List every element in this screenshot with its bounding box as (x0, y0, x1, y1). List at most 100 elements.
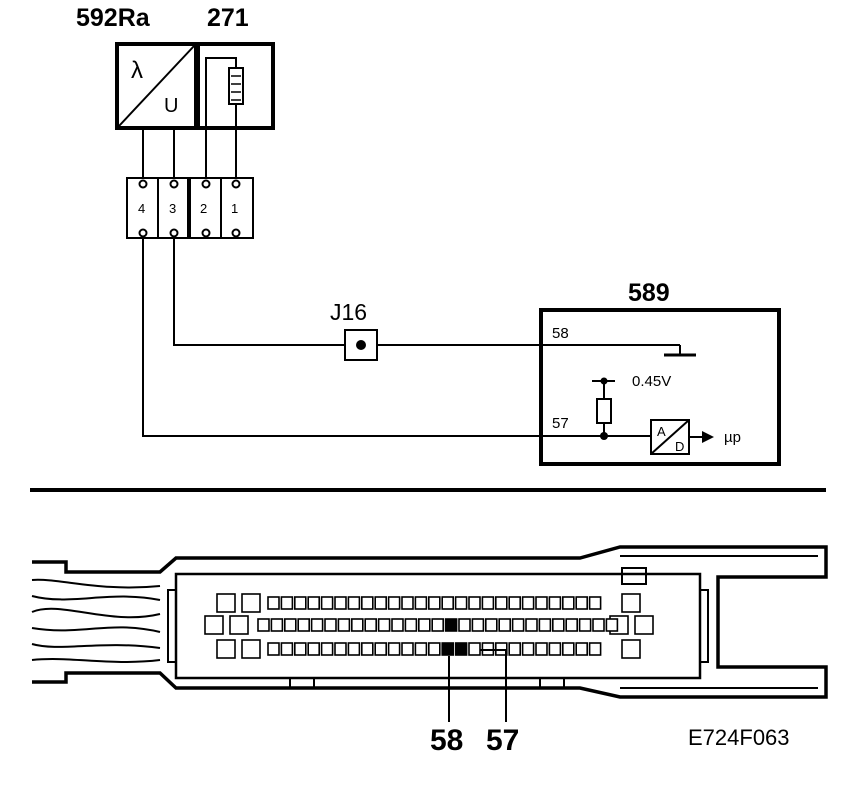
connector-pin (427, 596, 441, 610)
connector-pin (468, 596, 481, 610)
connector-pin (508, 642, 522, 656)
connector-pin (535, 642, 548, 656)
ecu-pin-57-label: 57 (552, 415, 569, 432)
connector-pin (391, 618, 404, 632)
connector-pin (374, 642, 388, 656)
connector-pin (454, 642, 468, 656)
connector-pin (374, 596, 388, 610)
lambda-symbol: λ (131, 57, 143, 84)
connector-pin (441, 596, 455, 610)
connector-large-pin (216, 639, 236, 659)
connector-large-pin (204, 615, 224, 635)
connector-pin (454, 596, 468, 610)
adc-a-label: A (657, 424, 666, 439)
connector-pin (588, 642, 602, 656)
connector-pin (307, 596, 321, 610)
connector-pin (387, 642, 401, 656)
wire-signal-58 (173, 237, 345, 346)
ecu-589: 589 58 57 0.45V A D µp (539, 279, 781, 466)
wire-signal-57 (142, 237, 541, 437)
connector-pin-2-label: 2 (200, 201, 207, 216)
connector-pin (283, 618, 297, 632)
connector-pin (444, 618, 458, 632)
connector-pin (360, 642, 374, 656)
connector-pin (535, 596, 548, 610)
connector-pin (414, 642, 428, 656)
connector-pin (350, 618, 364, 632)
connector-pin (414, 596, 428, 610)
connector-pin (575, 642, 589, 656)
connector-pin (548, 642, 562, 656)
connector-pin (293, 642, 307, 656)
connector-pin (468, 642, 481, 656)
connector-pin (293, 596, 307, 610)
connector-pin (377, 618, 391, 632)
connector-pin (521, 596, 535, 610)
connector-pin (431, 618, 445, 632)
harness-connector-illustration (31, 545, 828, 699)
connector-pin (588, 596, 602, 610)
connector-pin (578, 618, 592, 632)
reference-voltage-label: 0.45V (632, 373, 671, 390)
heater-element (196, 42, 275, 130)
connector-pin (548, 596, 562, 610)
connector-pin (481, 596, 495, 610)
connector-pin (575, 596, 589, 610)
connector-pin (401, 642, 414, 656)
connector-pin (401, 596, 414, 610)
connector-large-pin (229, 615, 249, 635)
connector-pin (310, 618, 324, 632)
connector-pin (334, 642, 347, 656)
output-label: µp (724, 429, 741, 446)
connector-pin (521, 642, 535, 656)
connector-pin (498, 618, 512, 632)
connector-pin (364, 618, 378, 632)
junction-label: J16 (330, 299, 367, 325)
connector-pin (484, 618, 498, 632)
connector-271: 4 3 2 1 (126, 177, 254, 239)
junction-j16: J16 (330, 299, 378, 361)
connector-pin (525, 618, 538, 632)
connector-id-label: 271 (207, 4, 249, 32)
connector-pin (494, 596, 508, 610)
output-arrow-icon (702, 431, 714, 443)
connector-large-pin (621, 593, 641, 613)
connector-pin (441, 642, 455, 656)
connector-pin-3-label: 3 (169, 201, 176, 216)
connector-pin (404, 618, 418, 632)
connector-large-pin (634, 615, 654, 635)
callout-pin-57-label: 57 (486, 724, 519, 757)
connector-pin (471, 618, 485, 632)
connector-pin-4-label: 4 (138, 201, 145, 216)
connector-pin (337, 618, 351, 632)
connector-pin (538, 618, 552, 632)
connector-pin (387, 596, 401, 610)
connector-pin (320, 596, 334, 610)
connector-pin (334, 596, 347, 610)
connector-pin (417, 618, 431, 632)
callout-pin-58-label: 58 (430, 724, 463, 757)
connector-pin (347, 596, 361, 610)
connector-pin (307, 642, 321, 656)
connector-large-pin (241, 639, 261, 659)
connector-pin (267, 642, 280, 656)
connector-pin (561, 642, 575, 656)
connector-pin-1-label: 1 (231, 201, 238, 216)
connector-pin (565, 618, 579, 632)
sensor-id-label: 592Ra (76, 4, 151, 32)
connector-large-pin (241, 593, 261, 613)
connector-pin (320, 642, 334, 656)
connector-pin (427, 642, 441, 656)
connector-pin (297, 618, 311, 632)
connector-pin (257, 618, 270, 632)
connector-pin (458, 618, 471, 632)
lambda-sensor: λ U (115, 42, 198, 130)
connector-pin (508, 596, 522, 610)
connector-pin (324, 618, 337, 632)
ecu-label: 589 (628, 279, 670, 307)
pullup-resistor-icon (596, 398, 612, 424)
resistor-icon (228, 67, 244, 105)
connector-pin (360, 596, 374, 610)
connector-pin (270, 618, 284, 632)
